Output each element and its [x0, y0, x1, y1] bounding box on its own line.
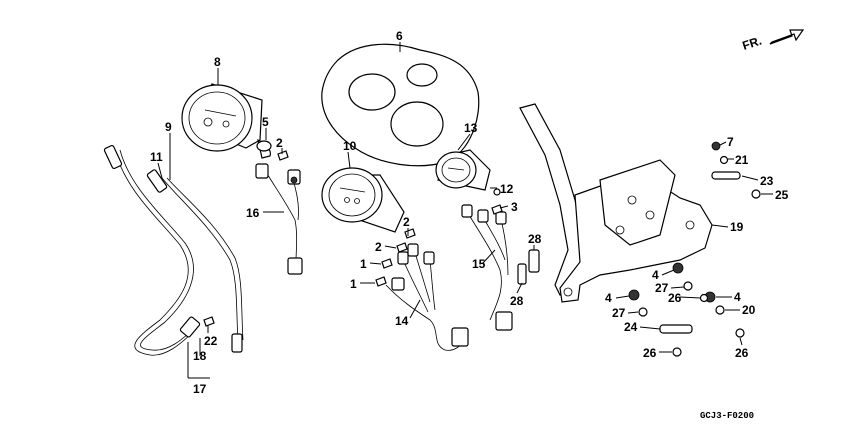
callout-19: 19 — [730, 220, 744, 234]
stay-bracket-part — [519, 103, 713, 303]
callout-2c: 2 — [375, 240, 382, 254]
cables-part — [103, 144, 244, 356]
harness-16-part — [255, 163, 303, 275]
callout-14: 14 — [395, 314, 409, 328]
callout-25: 25 — [775, 188, 789, 202]
callout-11: 11 — [150, 150, 163, 164]
callout-4b: 4 — [605, 291, 612, 305]
callout-28b: 28 — [510, 294, 524, 308]
indicator-part — [435, 149, 491, 191]
callout-2a: 2 — [276, 136, 283, 150]
callout-26b: 26 — [643, 346, 657, 360]
callout-16: 16 — [246, 206, 260, 220]
speedometer-part — [321, 167, 405, 233]
callout-10: 10 — [343, 139, 357, 153]
front-direction-label: FR. — [741, 34, 764, 53]
callout-12: 12 — [500, 182, 514, 196]
callout-13: 13 — [464, 121, 478, 135]
callout-7: 7 — [727, 135, 734, 149]
harness-15-part — [461, 204, 513, 331]
small-parts — [203, 140, 761, 357]
front-direction-arrow: FR. — [741, 29, 805, 53]
callout-22: 22 — [204, 334, 218, 348]
callout-27b: 27 — [612, 306, 626, 320]
meter-cover-part — [321, 43, 480, 167]
callout-26a: 26 — [668, 291, 682, 305]
callout-28a: 28 — [528, 232, 542, 246]
callout-3: 3 — [511, 200, 518, 214]
callout-2b: 2 — [403, 215, 410, 229]
callout-4a: 4 — [652, 268, 659, 282]
callout-5: 5 — [262, 115, 269, 129]
callout-27a: 27 — [655, 281, 669, 295]
callout-1b: 1 — [350, 277, 357, 291]
callout-21: 21 — [735, 153, 749, 167]
callout-8: 8 — [214, 55, 221, 69]
callout-6: 6 — [396, 29, 403, 43]
callout-15: 15 — [472, 257, 486, 271]
callout-24: 24 — [624, 320, 638, 334]
callout-18: 18 — [193, 349, 207, 363]
callout-9: 9 — [165, 120, 172, 134]
callout-26c: 26 — [735, 346, 749, 360]
callout-20: 20 — [742, 303, 756, 317]
leader-lines — [157, 42, 773, 379]
callout-1a: 1 — [360, 257, 367, 271]
harness-14-part — [385, 243, 469, 351]
callout-23: 23 — [760, 174, 774, 188]
callout-4c: 4 — [734, 290, 741, 304]
callout-17: 17 — [193, 382, 207, 396]
callout-labels: 8 5 2 16 9 11 22 18 17 6 10 2 2 1 1 14 1… — [150, 29, 789, 396]
diagram-code: GCJ3-F0200 — [700, 411, 754, 421]
